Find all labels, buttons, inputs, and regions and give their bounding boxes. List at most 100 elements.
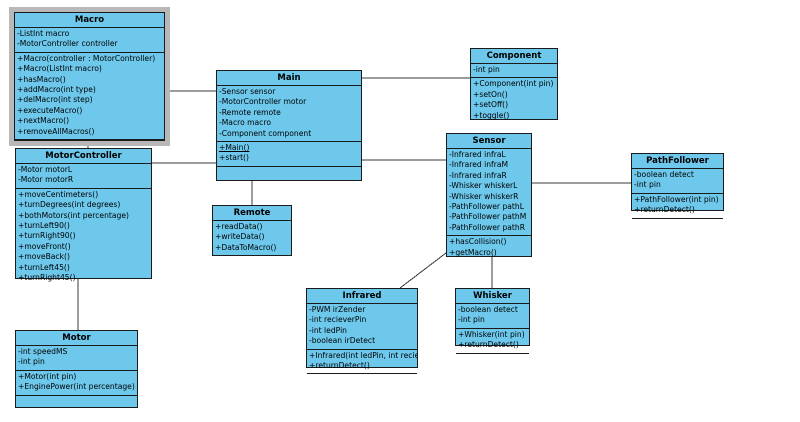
operations-row: +readData() [215, 222, 263, 231]
operations-row: +Macro(ListInt macro) [17, 64, 102, 74]
attributes-compartment-infrared: -PWM irZender-int recieverPin-int ledPin… [307, 304, 417, 350]
attributes-row: -boolean detect [634, 170, 694, 179]
uml-class-main[interactable]: Main-Sensor sensor-MotorController motor… [216, 70, 362, 181]
uml-class-macro[interactable]: Macro-ListInt macro-MotorController cont… [9, 7, 170, 146]
uml-class-component[interactable]: Component-int pin+Component(int pin)+set… [470, 48, 558, 120]
operations-row: +returnDetect() [309, 361, 370, 371]
attributes-row: -PWM irZender [309, 305, 366, 314]
attributes-compartment-component: -int pin [471, 64, 557, 79]
operations-row: +delMacro(int step) [17, 95, 93, 105]
attributes-row: -Remote remote [219, 107, 281, 117]
class-name-motor: Motor [16, 331, 137, 346]
attributes-compartment-main: -Sensor sensor-MotorController motor-Rem… [217, 86, 361, 143]
operations-row: +DataToMacro() [215, 242, 277, 252]
operations-row: +writeData() [215, 232, 265, 242]
class-body-filler [217, 167, 361, 189]
operations-row: +Macro(controller : MotorController) [17, 53, 156, 63]
operations-row: +toggle() [473, 110, 510, 120]
attributes-row: -Sensor sensor [219, 87, 276, 96]
attributes-row: -int pin [458, 315, 485, 325]
class-name-macro: Macro [15, 13, 164, 28]
uml-class-whisker[interactable]: Whisker-boolean detect-int pin+Whisker(i… [455, 288, 530, 354]
operations-row: +returnDetect() [458, 340, 519, 350]
operations-compartment-motorcontroller: +moveCentimeters()+turnDegrees(int degre… [16, 189, 151, 286]
attributes-row: -Whisker whiskerR [449, 191, 519, 201]
operations-row: +turnLeft90() [18, 221, 70, 231]
attributes-compartment-pathfollower: -boolean detect-int pin [632, 169, 723, 194]
operations-row: +returnDetect() [634, 205, 695, 215]
uml-class-infrared[interactable]: Infrared-PWM irZender-int recieverPin-in… [306, 288, 418, 375]
class-name-motorcontroller: MotorController [16, 149, 151, 164]
attributes-row: -Infrared infraM [449, 160, 509, 170]
operations-row: +nextMacro() [17, 116, 70, 126]
attributes-compartment-macro: -ListInt macro-MotorController controlle… [15, 28, 164, 53]
attributes-row: -MotorController controller [17, 39, 118, 49]
class-name-component: Component [471, 49, 557, 64]
operations-compartment-remote: +readData()+writeData()+DataToMacro() [213, 221, 291, 257]
class-name-pathfollower: PathFollower [632, 154, 723, 169]
class-name-sensor: Sensor [447, 134, 531, 149]
operations-row: +removeAllMacros() [17, 126, 95, 136]
operations-row: +Infrared(int ledPin, int recieverPin) [309, 350, 417, 360]
attributes-row: -Motor motorR [18, 175, 74, 185]
uml-class-sensor[interactable]: Sensor-Infrared infraL-Infrared infraM-I… [446, 133, 532, 257]
attributes-row: -Infrared infraL [449, 150, 506, 159]
operations-row: +getMacro() [449, 247, 497, 257]
operations-row: +moveFront() [18, 241, 71, 251]
operations-compartment-sensor: +hasCollision()+getMacro() [447, 236, 531, 260]
attributes-compartment-sensor: -Infrared infraL-Infrared infraM-Infrare… [447, 149, 531, 237]
attributes-row: -ListInt macro [17, 29, 70, 38]
attributes-row: -Component component [219, 128, 312, 138]
attributes-row: -int pin [634, 180, 661, 190]
operations-compartment-infrared: +Infrared(int ledPin, int recieverPin)+r… [307, 350, 417, 375]
class-body-filler [15, 140, 164, 146]
attributes-row: -int recieverPin [309, 315, 367, 325]
operations-compartment-component: +Component(int pin)+setOn()+setOff()+tog… [471, 78, 557, 123]
operations-row: +EnginePower(int percentage) [18, 382, 135, 392]
uml-class-motor[interactable]: Motor-int speedMS-int pin+Motor(int pin)… [15, 330, 138, 408]
operations-row: +Motor(int pin) [18, 371, 77, 381]
operations-row: +start() [219, 153, 249, 163]
class-name-whisker: Whisker [456, 289, 529, 304]
operations-row: +executeMacro() [17, 105, 83, 115]
attributes-row: -Whisker whiskerL [449, 181, 518, 191]
attributes-row: -Infrared infraR [449, 170, 507, 180]
attributes-row: -int ledPin [309, 325, 347, 335]
attributes-compartment-motorcontroller: -Motor motorL-Motor motorR [16, 164, 151, 189]
operations-row: +Component(int pin) [473, 79, 554, 89]
attributes-row: -PathFollower pathR [449, 222, 525, 232]
uml-class-motorcontroller[interactable]: MotorController-Motor motorL-Motor motor… [15, 148, 152, 282]
operations-row: +Whisker(int pin) [458, 329, 525, 339]
operations-row: +moveCentimeters() [18, 189, 99, 199]
operations-row: +turnRight45() [18, 273, 76, 283]
operations-row: +setOn() [473, 89, 508, 99]
class-body-filler [632, 219, 723, 225]
operations-compartment-macro: +Macro(controller : MotorController)+Mac… [15, 53, 164, 141]
operations-row: +hasMacro() [17, 74, 66, 84]
attributes-compartment-whisker: -boolean detect-int pin [456, 304, 529, 329]
operations-row: +moveBack() [18, 252, 70, 262]
operations-row: +turnLeft45() [18, 262, 70, 272]
operations-row: +hasCollision() [449, 237, 507, 247]
attributes-row: -boolean detect [458, 305, 518, 314]
operations-row: +addMacro(int type) [17, 85, 96, 95]
attributes-row: -PathFollower pathL [449, 202, 524, 212]
operations-compartment-main: +Main()+start() [217, 142, 361, 167]
operations-row: +turnRight90() [18, 231, 76, 241]
uml-class-pathfollower[interactable]: PathFollower-boolean detect-int pin+Path… [631, 153, 724, 219]
attributes-row: -MotorController motor [219, 97, 307, 107]
operations-row: +turnDegrees(int degrees) [18, 200, 121, 210]
operations-compartment-pathfollower: +PathFollower(int pin)+returnDetect() [632, 194, 723, 219]
operations-compartment-motor: +Motor(int pin)+EnginePower(int percenta… [16, 371, 137, 396]
attributes-row: -Motor motorL [18, 165, 73, 174]
attributes-compartment-motor: -int speedMS-int pin [16, 346, 137, 371]
uml-class-remote[interactable]: Remote+readData()+writeData()+DataToMacr… [212, 205, 292, 259]
connector-sensor-infrared[interactable] [399, 252, 447, 289]
attributes-row: -int pin [18, 357, 45, 367]
class-name-main: Main [217, 71, 361, 86]
operations-compartment-whisker: +Whisker(int pin)+returnDetect() [456, 329, 529, 354]
attributes-row: -PathFollower pathM [449, 212, 527, 222]
class-body-filler [307, 374, 417, 379]
class-body-filler [213, 256, 291, 259]
